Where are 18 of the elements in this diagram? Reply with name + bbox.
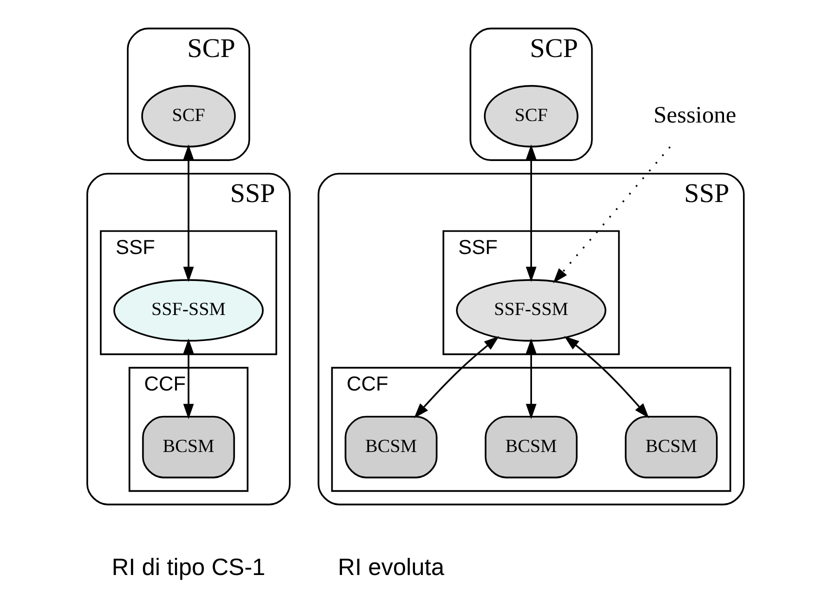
arrow xyxy=(564,336,650,418)
arrow xyxy=(183,338,194,420)
node-ellipse: SCF xyxy=(484,85,578,148)
node-box: BCSM xyxy=(624,416,718,478)
node-ellipse: SSF-SSM xyxy=(456,279,606,342)
label: RI di tipo CS-1 xyxy=(112,554,266,581)
node-text: Sessione xyxy=(654,102,736,129)
node-box: BCSM xyxy=(484,416,578,478)
arrow xyxy=(526,338,536,420)
arrow xyxy=(553,146,671,284)
arrow xyxy=(414,336,500,418)
label: RI evoluta xyxy=(338,554,444,581)
node-ellipse: SCF xyxy=(141,85,236,148)
node-ellipse: SSF-SSM xyxy=(113,279,264,342)
node-box: BCSM xyxy=(142,416,235,478)
arrow xyxy=(526,144,536,282)
arrow xyxy=(183,144,194,282)
node-box: BCSM xyxy=(344,416,438,478)
